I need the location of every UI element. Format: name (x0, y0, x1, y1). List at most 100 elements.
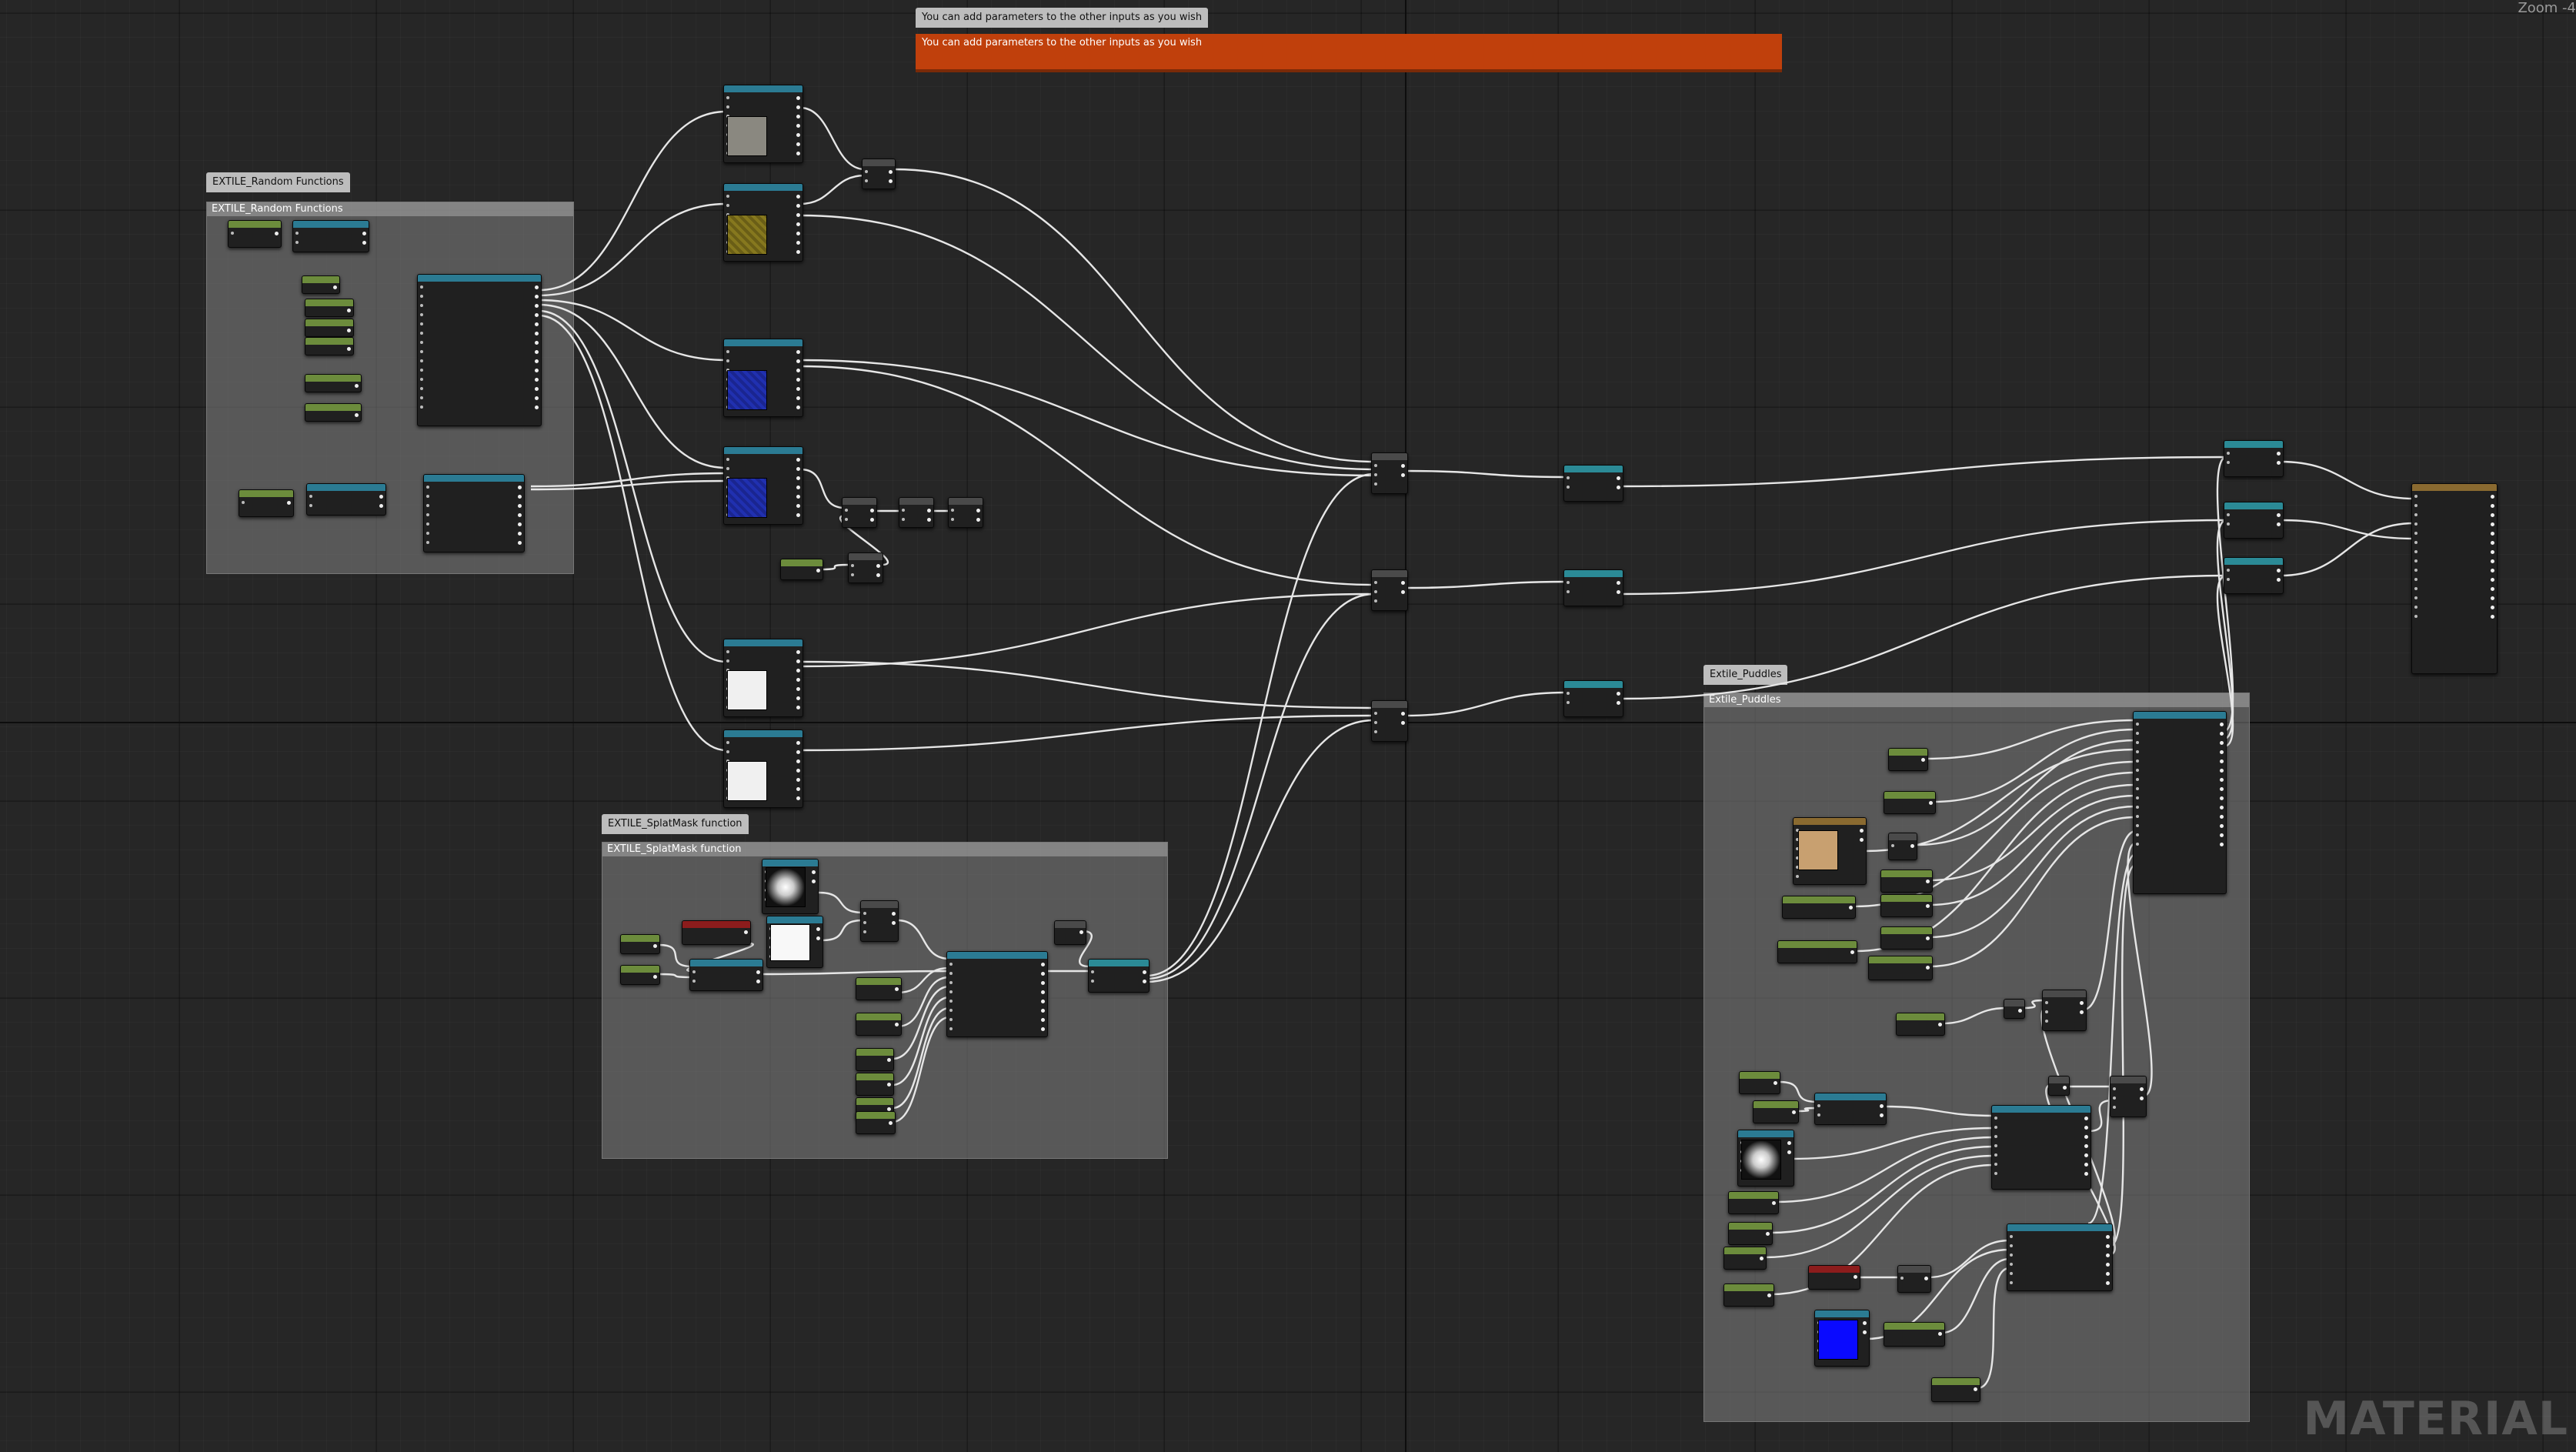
input-pin[interactable] (1374, 730, 1377, 733)
output-pin[interactable] (816, 936, 820, 940)
node-wire[interactable] (1620, 519, 2227, 596)
input-pin[interactable] (1796, 866, 1799, 869)
input-pin[interactable] (1374, 581, 1377, 584)
input-pin[interactable] (851, 573, 854, 576)
node-wire[interactable] (2216, 519, 2234, 740)
output-pin[interactable] (2220, 833, 2224, 837)
output-pin[interactable] (535, 406, 539, 409)
node-header[interactable] (305, 375, 361, 382)
output-pin[interactable] (2106, 1244, 2110, 1248)
output-pin[interactable] (756, 980, 760, 983)
input-pin[interactable] (692, 970, 696, 973)
input-pin[interactable] (1374, 464, 1377, 467)
output-pin[interactable] (1772, 1201, 1776, 1205)
input-pin[interactable] (426, 522, 429, 526)
node-header[interactable] (1564, 466, 1623, 472)
node-wire[interactable] (1932, 728, 2137, 803)
node-header[interactable] (305, 338, 353, 345)
output-pin[interactable] (1938, 1023, 1942, 1026)
output-pin[interactable] (1041, 990, 1045, 994)
input-pin[interactable] (951, 509, 954, 512)
graph-node[interactable] (723, 183, 803, 262)
input-pin[interactable] (1796, 856, 1799, 860)
output-pin[interactable] (518, 541, 522, 545)
node-header[interactable] (849, 553, 883, 560)
output-pin[interactable] (1787, 1141, 1791, 1145)
node-wire[interactable] (1924, 719, 2137, 760)
output-pin[interactable] (1401, 581, 1405, 585)
node-header[interactable] (2224, 502, 2283, 509)
input-pin[interactable] (1567, 692, 1570, 695)
input-pin[interactable] (726, 195, 729, 198)
input-pin[interactable] (902, 509, 905, 512)
output-pin[interactable] (876, 573, 880, 577)
node-wire[interactable] (538, 299, 727, 362)
output-pin[interactable] (889, 170, 893, 174)
output-pin[interactable] (796, 741, 800, 745)
output-pin[interactable] (518, 495, 522, 499)
input-pin[interactable] (1567, 590, 1570, 593)
graph-node[interactable] (1739, 1071, 1780, 1094)
node-wire[interactable] (1941, 1006, 2007, 1025)
output-pin[interactable] (2084, 1153, 2088, 1157)
graph-node[interactable] (305, 337, 354, 355)
node-header[interactable] (856, 1049, 893, 1056)
node-wire[interactable] (893, 168, 1375, 463)
node-header[interactable] (1372, 570, 1407, 577)
input-pin[interactable] (1374, 473, 1377, 476)
input-pin[interactable] (949, 990, 953, 993)
input-pin[interactable] (420, 295, 423, 298)
output-pin[interactable] (796, 105, 800, 109)
input-pin[interactable] (1817, 1104, 1820, 1107)
output-pin[interactable] (1974, 1387, 1977, 1391)
input-pin[interactable] (426, 541, 429, 544)
node-header[interactable] (1729, 1223, 1772, 1230)
output-pin[interactable] (2220, 750, 2224, 754)
output-pin[interactable] (796, 350, 800, 354)
output-pin[interactable] (892, 921, 896, 925)
input-pin[interactable] (2010, 1272, 2013, 1275)
output-pin[interactable] (796, 495, 800, 499)
output-pin[interactable] (1929, 801, 1933, 805)
node-wire[interactable] (658, 943, 693, 968)
input-pin[interactable] (1567, 476, 1570, 479)
node-header[interactable] (1753, 1101, 1798, 1108)
node-wire[interactable] (1775, 1136, 1995, 1203)
input-pin[interactable] (1796, 847, 1799, 850)
graph-node[interactable] (1880, 894, 1933, 917)
node-header[interactable] (947, 952, 1047, 959)
node-header[interactable] (1372, 453, 1407, 460)
input-pin[interactable] (1374, 590, 1377, 593)
output-pin[interactable] (1041, 963, 1045, 966)
output-pin[interactable] (2018, 1009, 2022, 1013)
node-header[interactable] (1897, 1013, 1944, 1020)
node-wire[interactable] (799, 592, 1375, 668)
output-pin[interactable] (2491, 532, 2494, 536)
output-pin[interactable] (347, 329, 351, 332)
input-pin[interactable] (865, 170, 868, 173)
input-pin[interactable] (1891, 844, 1894, 847)
output-pin[interactable] (2106, 1272, 2110, 1276)
node-header[interactable] (1372, 701, 1407, 708)
graph-node[interactable] (1931, 1377, 1980, 1402)
output-pin[interactable] (2491, 550, 2494, 554)
graph-node[interactable] (1088, 959, 1150, 993)
graph-node[interactable] (1814, 1310, 1870, 1367)
input-pin[interactable] (1567, 486, 1570, 489)
output-pin[interactable] (796, 378, 800, 382)
output-pin[interactable] (1079, 930, 1083, 934)
input-pin[interactable] (1900, 1277, 1904, 1280)
node-wire[interactable] (799, 214, 1375, 471)
graph-node[interactable] (2224, 440, 2284, 477)
graph-node[interactable] (1991, 1105, 2091, 1190)
input-pin[interactable] (1796, 875, 1799, 878)
output-pin[interactable] (1041, 1018, 1045, 1022)
graph-node[interactable] (2133, 711, 2227, 894)
graph-node[interactable] (1737, 1130, 1794, 1187)
node-header[interactable] (724, 339, 802, 346)
output-pin[interactable] (2220, 796, 2224, 800)
node-header[interactable] (2224, 441, 2283, 448)
node-wire[interactable] (892, 996, 950, 1086)
graph-node[interactable] (2110, 1076, 2147, 1117)
output-pin[interactable] (518, 522, 522, 526)
